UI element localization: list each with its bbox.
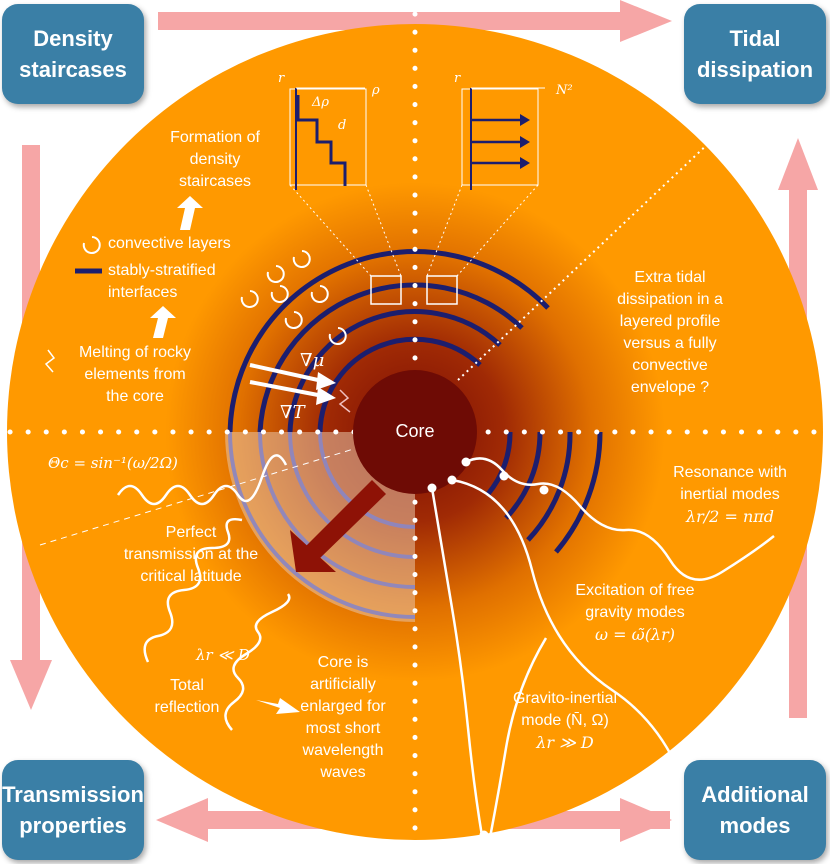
lambda-small-text: λr ≪ D bbox=[196, 646, 250, 664]
core-enlarge-arrow bbox=[290, 480, 386, 572]
incident-waves bbox=[116, 454, 291, 731]
legend-convective-text: convective layers bbox=[108, 235, 231, 252]
mode-nodes bbox=[427, 457, 549, 840]
arrow-top-right bbox=[158, 0, 672, 42]
inset-right-n2-axis: N² bbox=[556, 83, 573, 98]
box-label: Transmission properties bbox=[2, 782, 144, 838]
n2-inset bbox=[426, 87, 545, 305]
legend-stable-text: stably-stratified interfaces bbox=[108, 262, 216, 301]
gravito-eq: λr ≫ D bbox=[536, 733, 594, 752]
excitation-eq: ω = ω̃(λr) bbox=[595, 625, 675, 644]
excitation-text: Excitation of free gravity modes bbox=[575, 582, 695, 621]
grad-t-label: ∇T bbox=[280, 402, 305, 423]
box-label: Density staircases bbox=[19, 26, 127, 82]
inset-left-rho-axis: ρ bbox=[372, 83, 380, 98]
box-tidal-dissipation[interactable]: Tidal dissipation bbox=[684, 4, 826, 104]
tidal-divider bbox=[457, 139, 713, 381]
resonance-eq: λr/2 = nπd bbox=[686, 507, 774, 526]
box-density-staircases[interactable]: Density staircases bbox=[2, 4, 144, 104]
perfect-transmission-text: Perfect transmission at the critical lat… bbox=[123, 524, 259, 585]
formation-text: Formation of density staircases bbox=[170, 129, 260, 190]
core-label: Core bbox=[395, 421, 435, 441]
inset-d: d bbox=[338, 118, 347, 133]
transmission-quadrant bbox=[225, 432, 415, 622]
critical-angle-formula: Θc = sin⁻¹(ω/2Ω) bbox=[48, 454, 178, 472]
quadrant-dividers bbox=[7, 11, 825, 855]
flow-arrows bbox=[150, 196, 300, 714]
total-reflection-text: Total reflection bbox=[154, 677, 220, 716]
inset-right-r-axis: r bbox=[454, 71, 461, 86]
tidal-question-text: Extra tidal dissipation in a layered pro… bbox=[617, 269, 723, 396]
box-label: Additional modes bbox=[701, 782, 809, 838]
staircase-inset bbox=[289, 87, 402, 305]
legend-swirl-icon bbox=[82, 236, 101, 254]
gradient-arrows bbox=[249, 363, 336, 405]
grad-mu-label: ∇μ bbox=[300, 350, 325, 371]
resonance-text: Resonance with inertial modes bbox=[673, 464, 787, 503]
box-label: Tidal dissipation bbox=[696, 26, 814, 82]
core-enlarged-text: Core is artificially enlarged for most s… bbox=[300, 654, 386, 781]
critical-latitude-line bbox=[39, 446, 361, 546]
melting-core-icon bbox=[338, 389, 351, 413]
gravito-text: Gravito-inertial mode (N̄, Ω) bbox=[512, 690, 618, 729]
core bbox=[353, 370, 477, 494]
inset-left-r-axis: r bbox=[278, 71, 285, 86]
box-additional-modes[interactable]: Additional modes bbox=[684, 760, 826, 860]
convective-swirls bbox=[240, 250, 347, 345]
inset-delta-rho: Δρ bbox=[312, 95, 330, 110]
faded-interfaces bbox=[228, 431, 416, 619]
box-transmission-properties[interactable]: Transmission properties bbox=[2, 760, 144, 860]
melting-icon bbox=[44, 349, 56, 373]
melting-text: Melting of rocky elements from the core bbox=[78, 344, 192, 405]
